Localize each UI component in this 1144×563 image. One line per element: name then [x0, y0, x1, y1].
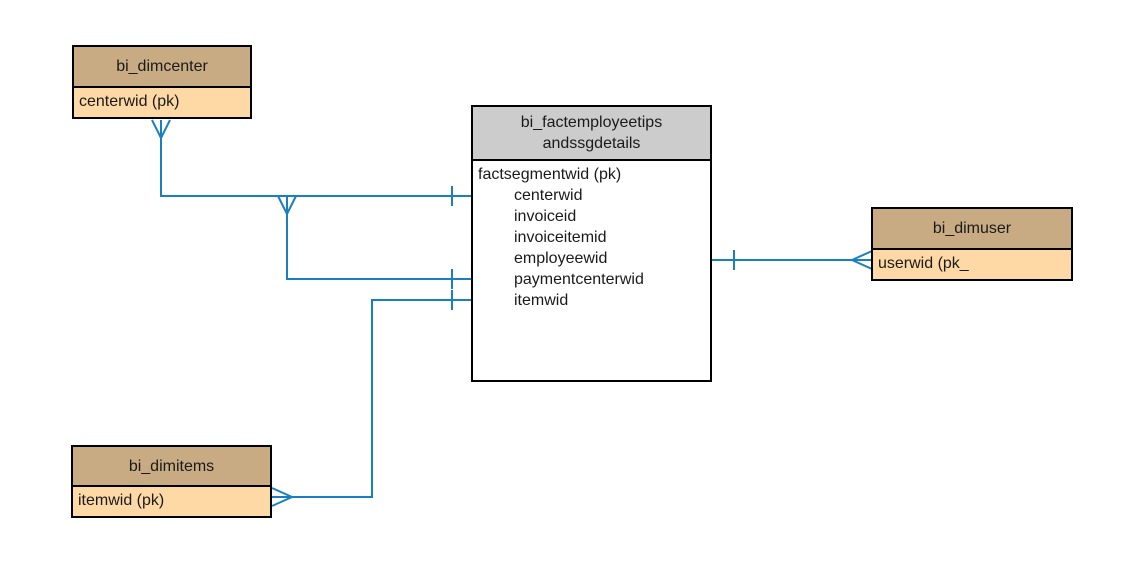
attribute-itemwid: itemwid — [514, 292, 569, 309]
relationship-dimcenter-fact[interactable] — [151, 119, 472, 206]
attribute-centerwid-pk: centerwid (pk) — [79, 93, 180, 110]
entity-title-line-2: andssgdetails — [542, 135, 641, 152]
entity-header: bi_dimuser — [873, 209, 1071, 250]
attribute-invoiceid: invoiceid — [514, 208, 577, 225]
entity-header: bi_dimitems — [73, 447, 270, 487]
entity-title: bi_dimcenter — [116, 58, 208, 75]
attribute-employeewid: employeewid — [514, 250, 608, 267]
entity-bi-factemployeetips-andssgdetails[interactable]: bi_factemployeetips andssgdetails factse… — [471, 105, 712, 382]
relationship-dimuser-fact[interactable] — [712, 250, 873, 270]
attribute-userwid-pk: userwid (pk_ — [878, 255, 969, 272]
entity-bi-dimuser[interactable]: bi_dimuser userwid (pk_ — [871, 207, 1073, 281]
entity-title-line-1: bi_factemployeetips — [520, 114, 663, 131]
entity-bi-dimitems[interactable]: bi_dimitems itemwid (pk) — [71, 445, 272, 518]
attribute-factsegmentwid-pk: factsegmentwid (pk) — [478, 166, 622, 183]
entity-body: factsegmentwid (pk) centerwid invoiceid … — [473, 161, 710, 314]
entity-title: bi_dimitems — [128, 457, 215, 475]
entity-header: bi_factemployeetips andssgdetails — [473, 107, 710, 161]
attribute-itemwid-pk: itemwid (pk) — [78, 492, 165, 509]
relationship-dimcenter-branch-fact[interactable] — [277, 195, 472, 289]
entity-body: itemwid (pk) — [73, 487, 270, 516]
entity-header: bi_dimcenter — [74, 47, 250, 88]
attribute-paymentcenterwid: paymentcenterwid — [514, 271, 644, 288]
attribute-invoiceitemid: invoiceitemid — [514, 229, 607, 246]
entity-title: bi_dimuser — [932, 220, 1012, 237]
entity-body: centerwid (pk) — [74, 88, 250, 117]
entity-body: userwid (pk_ — [873, 250, 1071, 279]
entity-bi-dimcenter[interactable]: bi_dimcenter centerwid (pk) — [72, 45, 252, 119]
attribute-centerwid: centerwid — [514, 187, 583, 204]
relationship-dimitems-fact[interactable] — [271, 290, 472, 507]
